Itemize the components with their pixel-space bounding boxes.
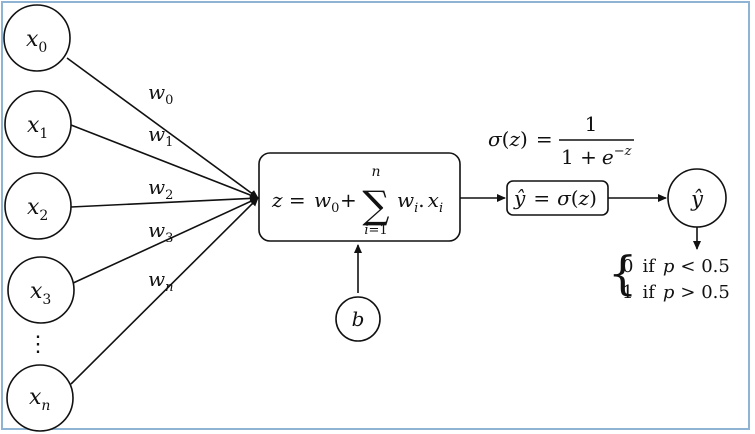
edge-x3 — [70, 197, 259, 285]
sigmoid-formula: σ(z)= 1 1 +e−z — [488, 112, 634, 169]
svg-text:x2: x2 — [27, 195, 48, 224]
svg-text:ŷ: ŷ — [690, 187, 704, 211]
input-node-x2: x2 — [4, 172, 72, 240]
weight-labels: w0 w1 w2 w3 wn — [148, 80, 174, 295]
input-node-x3: x3 — [7, 256, 75, 324]
input-nodes: x0 x1 x2 x3 ⋮ xn — [3, 4, 75, 432]
sigmoid-numerator: 1 — [585, 112, 598, 136]
decision-brace: { — [608, 246, 637, 300]
input-node-x0: x0 — [3, 4, 71, 72]
weight-w1: w1 — [148, 122, 173, 150]
input-ellipsis: ⋮ — [27, 332, 49, 357]
svg-text:b: b — [352, 307, 365, 331]
sigma-symbol: ∑ — [362, 183, 389, 227]
edge-x1 — [70, 124, 259, 199]
sum-lower-limit: i=1 — [364, 223, 387, 238]
svg-text:x3: x3 — [30, 279, 51, 308]
svg-text:x1: x1 — [27, 113, 48, 142]
summation-box: z = w0 + n ∑ i=1 wi.xi — [258, 152, 461, 242]
sum-lhs: z = — [271, 188, 306, 212]
input-node-xn: xn — [6, 364, 74, 432]
sum-plus: + — [340, 188, 357, 212]
output-node: ŷ — [667, 168, 727, 228]
weight-w3: w3 — [148, 218, 173, 246]
input-node-x1: x1 — [4, 90, 72, 158]
edge-x2 — [70, 194, 259, 208]
svg-text:xn: xn — [29, 385, 50, 414]
activation-box: ŷ=σ(z) — [506, 180, 609, 216]
edge-xn — [70, 197, 259, 385]
svg-text:x0: x0 — [26, 27, 47, 56]
sum-upper-limit: n — [371, 164, 380, 180]
svg-text:ŷ=σ(z): ŷ=σ(z) — [513, 186, 597, 210]
sum-w0: w0 — [314, 188, 339, 216]
weight-w2: w2 — [148, 175, 173, 203]
weight-wn: wn — [148, 267, 174, 295]
edge-x0 — [66, 57, 259, 199]
sum-term: wi.xi — [397, 188, 443, 216]
sigmoid-lhs: σ(z)= — [488, 127, 553, 151]
sigmoid-denominator: 1 +e−z — [561, 144, 632, 169]
weight-w0: w0 — [148, 80, 173, 108]
input-connections — [66, 57, 259, 385]
bias-node: b — [335, 244, 381, 342]
